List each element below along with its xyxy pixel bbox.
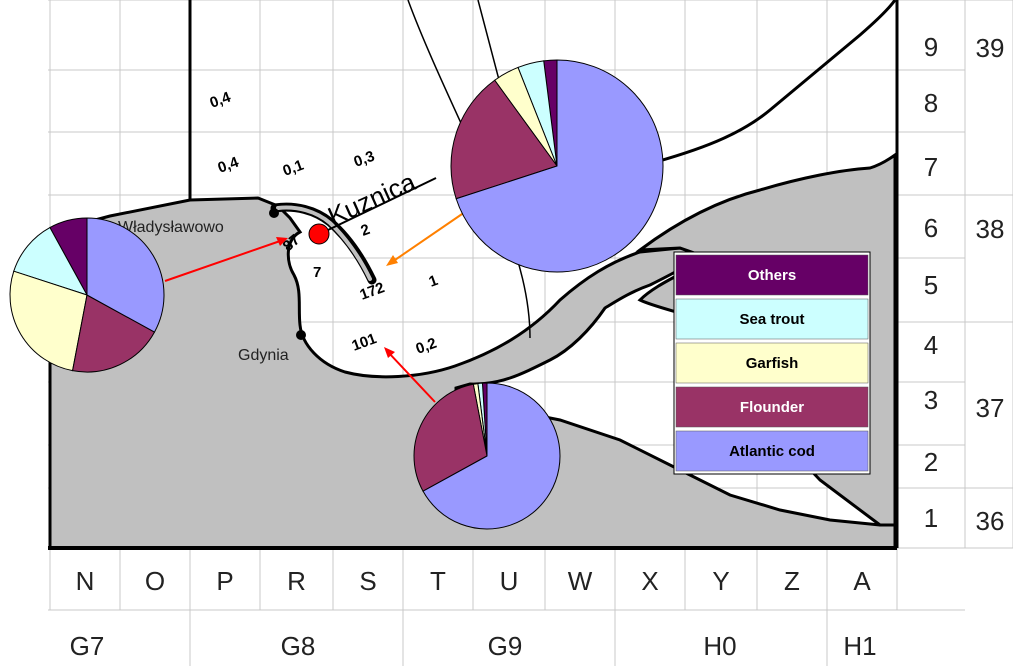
square-label: 39 bbox=[976, 33, 1005, 63]
legend-label: Others bbox=[748, 267, 796, 284]
region-label: H1 bbox=[843, 631, 876, 661]
region-label: G9 bbox=[488, 631, 523, 661]
arrow-north-pie bbox=[391, 211, 466, 263]
place-kuznica: Kuznica bbox=[323, 166, 420, 231]
column-label: Z bbox=[784, 566, 800, 596]
arrow-west-pie bbox=[164, 239, 284, 282]
row-label: 8 bbox=[924, 88, 938, 118]
legend-swatch bbox=[675, 254, 869, 296]
place-gdynia: Gdynia bbox=[238, 347, 289, 364]
square-label: 36 bbox=[976, 506, 1005, 536]
row-label: 6 bbox=[924, 213, 938, 243]
gdynia-dot bbox=[296, 330, 306, 340]
map-frame bbox=[48, 0, 899, 550]
catch-value: 1 bbox=[427, 272, 441, 291]
square-labels: 39 38 37 36 bbox=[976, 33, 1005, 536]
pie-north bbox=[450, 59, 664, 273]
column-label: A bbox=[853, 566, 871, 596]
row-label: 2 bbox=[924, 447, 938, 477]
column-label: S bbox=[359, 566, 376, 596]
arrow-south-pie-head bbox=[384, 347, 395, 358]
legend-label: Garfish bbox=[746, 355, 799, 372]
legend-swatch bbox=[675, 298, 869, 340]
catch-value: 0,4 bbox=[216, 153, 242, 176]
kuznica-marker bbox=[308, 223, 330, 245]
row-label: 3 bbox=[924, 385, 938, 415]
column-label: N bbox=[76, 566, 95, 596]
row-labels: 9 8 7 6 5 4 3 2 1 bbox=[924, 32, 938, 533]
column-label: U bbox=[500, 566, 519, 596]
place-markers bbox=[269, 177, 437, 340]
column-label: O bbox=[145, 566, 165, 596]
pie-slice bbox=[413, 383, 488, 492]
place-wladyslawowo: Władysławowo bbox=[118, 219, 224, 236]
arrows bbox=[164, 211, 466, 403]
kuznica-underline bbox=[327, 177, 437, 231]
pie-west bbox=[9, 217, 165, 373]
pie-charts bbox=[9, 59, 664, 530]
row-label: 7 bbox=[924, 152, 938, 182]
pie-slice bbox=[71, 294, 156, 373]
pie-slice bbox=[86, 217, 165, 333]
row-label: 5 bbox=[924, 270, 938, 300]
legend-swatch bbox=[675, 342, 869, 384]
row-label: 9 bbox=[924, 32, 938, 62]
coastline-north bbox=[644, 0, 897, 167]
catch-values: 0,4 0,4 0,1 0,3 2 87 7 172 1 101 0,2 bbox=[208, 88, 441, 357]
catch-value: 0,2 bbox=[414, 335, 439, 358]
arrow-north-pie-head bbox=[386, 255, 398, 266]
pie-slice bbox=[422, 382, 561, 530]
catch-value: 0,3 bbox=[352, 148, 377, 171]
legend-label: Flounder bbox=[740, 399, 804, 416]
region-label: G7 bbox=[70, 631, 105, 661]
catch-value: 0,1 bbox=[281, 157, 306, 180]
pie-slice bbox=[455, 59, 664, 273]
square-label: 37 bbox=[976, 393, 1005, 423]
mainland bbox=[48, 196, 897, 550]
column-label: X bbox=[641, 566, 658, 596]
legend-label: Sea trout bbox=[739, 311, 804, 328]
wladyslawowo-dot bbox=[269, 208, 279, 218]
pie-south bbox=[413, 382, 561, 530]
column-label: P bbox=[216, 566, 233, 596]
legend-label: Atlantic cod bbox=[729, 443, 815, 460]
region-label: H0 bbox=[703, 631, 736, 661]
arrow-west-pie-head bbox=[276, 237, 288, 246]
catch-value: 172 bbox=[358, 279, 387, 304]
column-label: R bbox=[287, 566, 306, 596]
region-labels: G7 G8 G9 H0 H1 bbox=[70, 631, 877, 661]
column-label: Y bbox=[712, 566, 729, 596]
column-label: W bbox=[568, 566, 593, 596]
catch-value: 0,4 bbox=[208, 88, 234, 111]
hel-peninsula-inner bbox=[276, 205, 372, 281]
catch-value: 2 bbox=[359, 221, 373, 240]
legend-swatch bbox=[675, 430, 869, 472]
column-label: T bbox=[430, 566, 446, 596]
region-label: G8 bbox=[281, 631, 316, 661]
legend-swatch bbox=[675, 386, 869, 428]
square-label: 38 bbox=[976, 214, 1005, 244]
pie-slice bbox=[9, 270, 88, 372]
arrow-south-pie bbox=[387, 351, 436, 403]
row-label: 1 bbox=[924, 503, 938, 533]
row-label: 4 bbox=[924, 330, 938, 360]
pie-slice bbox=[450, 79, 558, 200]
catch-value: 7 bbox=[313, 264, 321, 281]
catch-value: 101 bbox=[350, 330, 379, 355]
